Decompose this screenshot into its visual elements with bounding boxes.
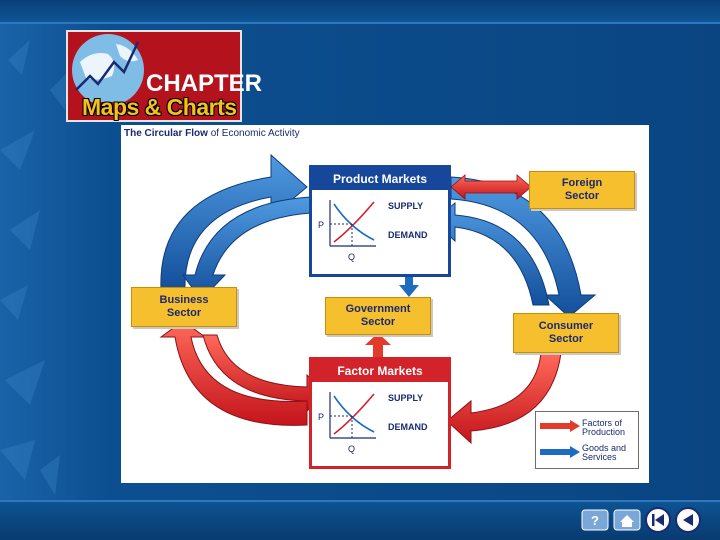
figure-title-bold: The Circular Flow xyxy=(124,128,208,139)
arrow-business-to-factor xyxy=(202,334,328,413)
factor-supply-label: SUPPLY xyxy=(388,393,424,403)
factor-markets-box: Factor Markets P Q SUPPLY DEMAND xyxy=(309,357,451,469)
legend-red-arrow-icon xyxy=(540,420,580,432)
globe-chart-icon xyxy=(72,34,144,102)
business-sector-box: Business Sector xyxy=(131,287,237,327)
factor-demand-label: DEMAND xyxy=(388,422,428,432)
factor-quantity-label: Q xyxy=(348,444,356,454)
product-price-label: P xyxy=(318,220,325,230)
first-slide-icon[interactable] xyxy=(644,506,672,534)
consumer-sector-box: Consumer Sector xyxy=(513,313,619,353)
figure-title-rest: of Economic Activity xyxy=(210,128,300,139)
legend-factors-label: Factors of Production xyxy=(582,418,626,437)
help-icon[interactable]: ? xyxy=(580,508,610,532)
home-icon[interactable] xyxy=(612,508,642,532)
previous-slide-icon[interactable] xyxy=(674,506,702,534)
legend-goods-label: Goods and Services xyxy=(582,443,627,462)
circular-flow-figure: The Circular Flow of Economic Activity xyxy=(121,125,649,483)
product-markets-header: Product Markets xyxy=(312,168,448,190)
product-supply-demand-graph xyxy=(329,200,376,247)
svg-text:?: ? xyxy=(591,513,599,528)
foreign-sector-label: Foreign Sector xyxy=(561,177,603,202)
legend: Factors of Production Goods and Services xyxy=(535,411,639,469)
government-sector-box: Government Sector xyxy=(325,297,431,335)
government-sector-label: Government Sector xyxy=(345,303,411,328)
logo-maps-charts-text: Maps & Charts xyxy=(82,94,237,120)
logo-chapter-text: CHAPTER xyxy=(146,70,263,97)
factor-price-label: P xyxy=(318,412,325,422)
arrow-product-to-government xyxy=(399,275,419,297)
legend-blue-arrow-icon xyxy=(540,446,580,458)
product-supply-label: SUPPLY xyxy=(388,201,424,211)
foreign-sector-box: Foreign Sector xyxy=(529,171,635,209)
factor-markets-header: Factor Markets xyxy=(312,360,448,382)
business-sector-label: Business Sector xyxy=(159,294,209,319)
chapter-logo: CHAPTER Maps & Charts xyxy=(66,30,262,122)
product-markets-title: Product Markets xyxy=(332,172,428,186)
figure-title: The Circular Flow of Economic Activity xyxy=(124,128,300,139)
factor-supply-demand-graph xyxy=(329,392,376,439)
product-markets-box: Product Markets P Q SUPPLY DEMAND xyxy=(309,165,451,277)
top-bar xyxy=(0,0,720,24)
product-demand-label: DEMAND xyxy=(388,230,428,240)
factor-markets-title: Factor Markets xyxy=(337,364,423,378)
product-quantity-label: Q xyxy=(348,252,356,262)
consumer-sector-label: Consumer Sector xyxy=(538,320,594,345)
arrow-factor-to-government xyxy=(365,333,391,357)
arrow-business-to-product xyxy=(160,153,308,291)
figure-title-bar: The Circular Flow of Economic Activity xyxy=(121,125,649,143)
